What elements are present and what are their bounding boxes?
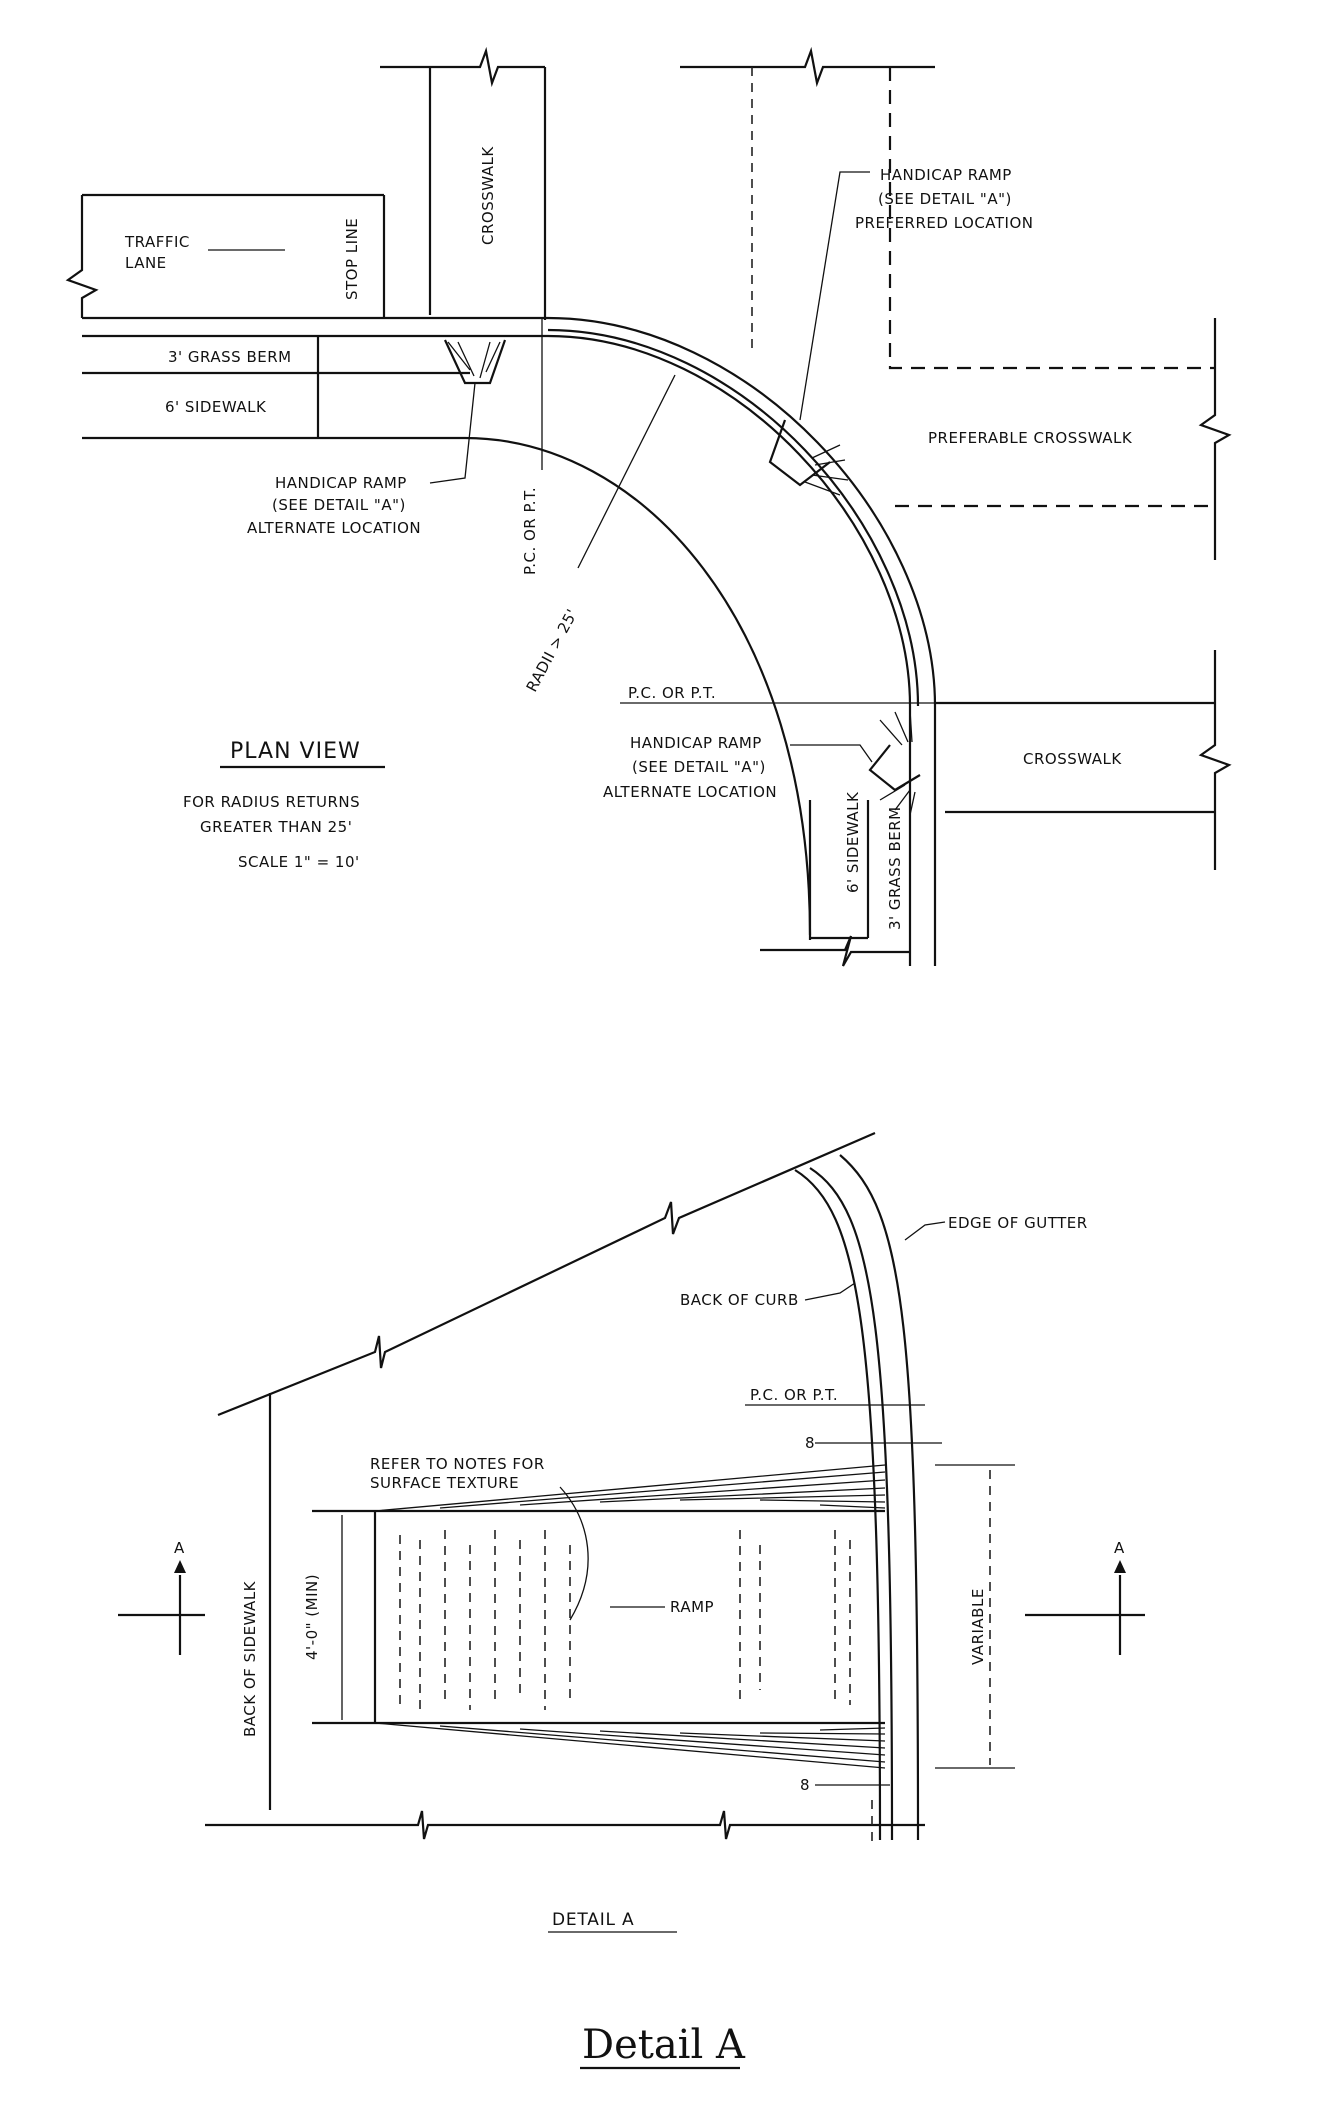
detail-a-title: DETAIL A	[552, 1910, 634, 1930]
sidewalk-vertical-label: 6' SIDEWALK	[844, 791, 862, 893]
sidewalk-return-back	[464, 436, 812, 936]
sidewalk-label: 6' SIDEWALK	[165, 398, 267, 416]
plan-view-title: PLAN VIEW	[230, 739, 361, 764]
ramp-min-width-label: 4'-0" (MIN)	[303, 1574, 321, 1660]
break-line-top-left	[380, 46, 545, 88]
section-marker-right-label: A	[1114, 1539, 1125, 1557]
crosswalk-right-break	[1198, 650, 1232, 870]
section-marker-left-arrow	[174, 1560, 186, 1573]
ramp-alternate-1-label-2: (SEE DETAIL "A")	[272, 496, 406, 514]
ramp-preferred-hatch	[804, 444, 849, 496]
plan-view: CROSSWALK STOP LINE TRAFFIC LANE 3' GRAS…	[65, 46, 1232, 967]
dim-bottom-mark: 8	[800, 1776, 810, 1794]
pc-pt-horizontal-label: P.C. OR P.T.	[628, 684, 716, 702]
dim-top-mark: 8	[805, 1434, 815, 1452]
pc-pt-label: P.C. OR P.T.	[750, 1386, 838, 1404]
crosswalk-right-label: CROSSWALK	[1023, 750, 1122, 768]
break-line-top-right	[680, 46, 935, 88]
preferable-crosswalk-top	[888, 67, 1215, 370]
preferable-crosswalk-label: PREFERABLE CROSSWALK	[928, 429, 1133, 447]
ramp-alternate-2-leader	[790, 744, 873, 763]
sidewalk-bottom-break	[760, 935, 910, 967]
surface-texture	[399, 1530, 851, 1710]
ramp-alternate-1-shape	[444, 339, 507, 385]
ramp-alternate-2-shape	[868, 744, 921, 792]
section-marker-right-arrow	[1114, 1560, 1126, 1573]
ramp-alternate-2-label-3: ALTERNATE LOCATION	[603, 783, 777, 801]
detail-a: BACK OF SIDEWALK EDGE OF GUTTER BACK OF …	[118, 1131, 1145, 1933]
radius-label: RADII > 25'	[523, 606, 582, 695]
ramp-preferred-label-3: PREFERRED LOCATION	[855, 214, 1034, 232]
section-marker-left-label: A	[174, 1539, 185, 1557]
ramp-preferred-label-1: HANDICAP RAMP	[880, 166, 1012, 184]
back-of-curb-leader	[804, 1282, 856, 1301]
curb-return-inner	[547, 334, 912, 707]
ramp-flare-bottom	[374, 1722, 886, 1769]
curb-return-mid	[547, 328, 920, 707]
ramp-label: RAMP	[670, 1598, 714, 1616]
plan-view-subtitle-3: SCALE 1" = 10'	[238, 853, 360, 871]
grass-berm-label: 3' GRASS BERM	[168, 348, 292, 366]
ramp-preferred-leader	[799, 171, 870, 421]
ramp-alternate-2-label-1: HANDICAP RAMP	[630, 734, 762, 752]
traffic-lane-label-2: LANE	[125, 254, 167, 272]
traffic-lane-label-1: TRAFFIC	[124, 233, 190, 251]
plan-view-subtitle-2: GREATER THAN 25'	[200, 818, 352, 836]
refer-notes-label-2: SURFACE TEXTURE	[370, 1474, 519, 1492]
stop-line-label: STOP LINE	[343, 218, 361, 300]
edge-of-gutter-leader	[904, 1221, 946, 1241]
traffic-lane-break	[65, 195, 99, 318]
refer-notes-label-1: REFER TO NOTES FOR	[370, 1455, 545, 1473]
grass-berm-vertical-label: 3' GRASS BERM	[886, 806, 904, 930]
ramp-alternate-1-label-1: HANDICAP RAMP	[275, 474, 407, 492]
ramp-flare-top	[374, 1464, 886, 1512]
figure-caption: Detail A	[582, 2022, 746, 2068]
curb-return-outer	[547, 316, 937, 707]
ramp-alternate-1-hatch	[447, 341, 501, 379]
ramp-preferred-shape	[768, 419, 831, 487]
back-of-curb-inner	[809, 1167, 894, 1841]
ramp-alternate-2-label-2: (SEE DETAIL "A")	[632, 758, 766, 776]
sidewalk-slope-line	[217, 1131, 876, 1417]
ramp-alternate-1-label-3: ALTERNATE LOCATION	[247, 519, 421, 537]
crosswalk-top-label: CROSSWALK	[479, 146, 497, 245]
ramp-preferred-label-2: (SEE DETAIL "A")	[878, 190, 1012, 208]
pc-pt-vertical-label: P.C. OR P.T.	[521, 487, 539, 575]
surface-texture-leader	[559, 1486, 589, 1621]
variable-label: VARIABLE	[969, 1588, 987, 1665]
edge-of-gutter	[839, 1154, 920, 1841]
back-of-curb-outer	[794, 1169, 882, 1841]
ramp-alternate-1-leader	[429, 382, 476, 484]
radius-line	[577, 374, 676, 569]
back-of-sidewalk-label: BACK OF SIDEWALK	[241, 1580, 259, 1737]
preferable-crosswalk-break	[1198, 318, 1232, 560]
edge-of-gutter-label: EDGE OF GUTTER	[948, 1214, 1088, 1232]
plan-view-subtitle-1: FOR RADIUS RETURNS	[183, 793, 360, 811]
detail-bottom-break	[205, 1810, 925, 1840]
back-of-curb-label: BACK OF CURB	[680, 1291, 799, 1309]
